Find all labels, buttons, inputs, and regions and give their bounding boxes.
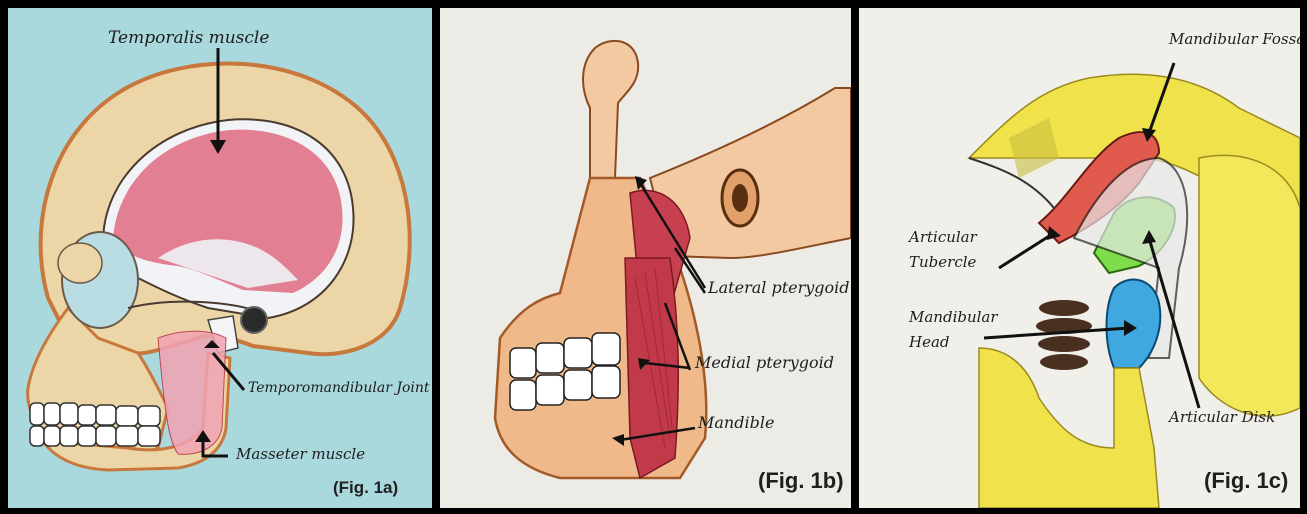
- condylar-process: [583, 41, 638, 178]
- masseter-muscle-shape: [158, 331, 226, 454]
- panel-fig-1c: Mandibular Fossa Articular Tubercle Mand…: [859, 8, 1300, 508]
- label-lateral-pterygoid: Lateral pterygoid: [708, 278, 850, 297]
- label-mandibular-head-line1: Mandibular: [909, 308, 998, 326]
- panel-fig-1a: Temporalis muscle Temporomandibular Join…: [8, 8, 432, 508]
- label-medial-pterygoid: Medial pterygoid: [695, 353, 834, 372]
- label-masseter-muscle: Masseter muscle: [236, 445, 365, 463]
- mandible-ramus: [979, 348, 1159, 508]
- medial-pterygoid-muscle-shape: [625, 258, 678, 478]
- label-mandibular-head-line2: Head: [909, 333, 950, 351]
- panel-fig-1b: Lateral pterygoid Medial pterygoid Mandi…: [440, 8, 851, 508]
- mastoid-region: [1199, 155, 1300, 416]
- label-mandible: Mandible: [698, 413, 774, 432]
- label-temporomandibular-joint: Temporomandibular Joint: [248, 380, 430, 396]
- label-articular-tubercle-line2: Tubercle: [909, 253, 976, 271]
- figure-label-1c: (Fig. 1c): [1204, 468, 1288, 494]
- pterygoid-illustration: [440, 8, 851, 508]
- label-articular-tubercle-line1: Articular: [909, 228, 977, 246]
- label-temporalis-muscle: Temporalis muscle: [108, 28, 269, 48]
- skull-lateral-illustration: [8, 8, 432, 508]
- label-articular-disk: Articular Disk: [1169, 408, 1275, 426]
- figure-label-1a: (Fig. 1a): [333, 478, 398, 498]
- figure-label-1b: (Fig. 1b): [758, 468, 844, 494]
- label-mandibular-fossa: Mandibular Fossa: [1169, 30, 1300, 48]
- external-auditory-meatus: [241, 307, 267, 333]
